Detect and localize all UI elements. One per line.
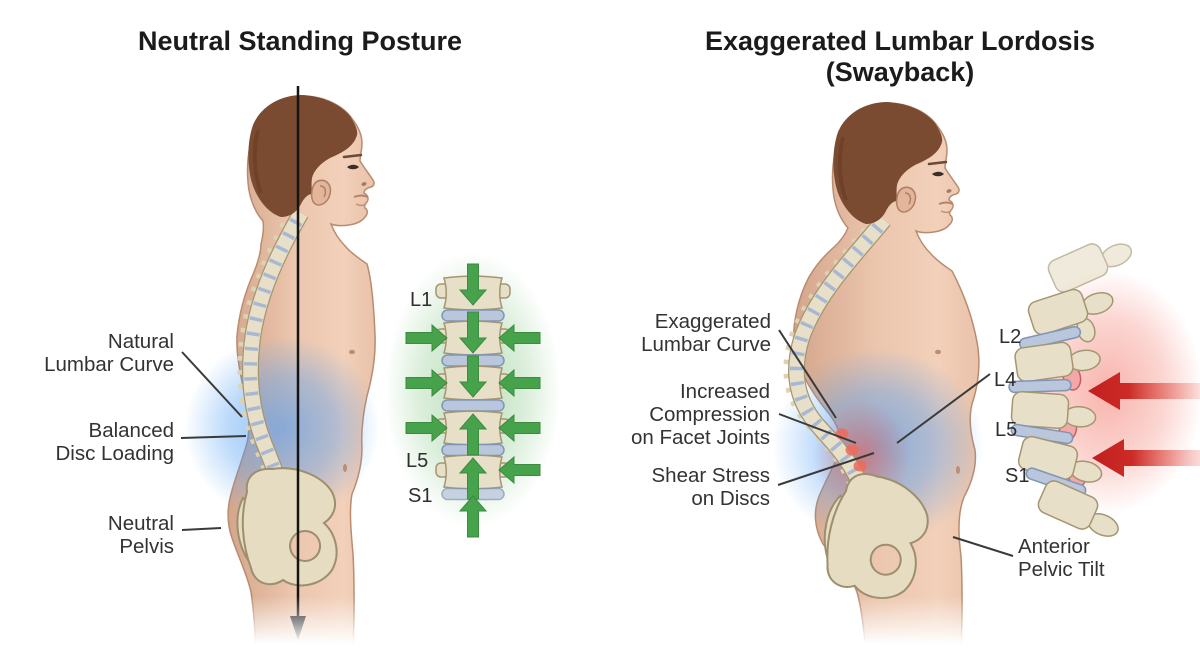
leader-l4-to-figure	[896, 373, 991, 444]
leader-neutral-pelvis	[181, 527, 222, 531]
right-head-hair	[833, 102, 943, 224]
leader-exaggerated-lumbar-curve	[778, 329, 837, 419]
vertebra-label-l4: L4	[994, 369, 1017, 391]
right-figure	[772, 102, 984, 658]
shear-stress-inset	[1008, 228, 1200, 545]
right-nipple	[935, 349, 941, 355]
left-panel-title: Neutral Standing Posture	[137, 26, 463, 56]
vertebra-label-l2: L2	[999, 326, 1022, 348]
bottom-fade	[180, 596, 1030, 670]
right-pelvis-bone	[823, 473, 929, 599]
right-navel	[956, 466, 960, 474]
left-spine	[237, 208, 309, 500]
leader-anterior-pelvic-tilt	[952, 536, 1014, 557]
disc	[1008, 378, 1072, 394]
left-head-hair	[248, 95, 358, 217]
leader-balanced-disc-loading	[180, 435, 247, 439]
vertebra-label-s1: S1	[408, 485, 433, 507]
leader-increased-compression	[778, 413, 857, 444]
vertebra-label-l5: L5	[406, 450, 429, 472]
left-nipple	[349, 349, 355, 355]
leader-natural-lumbar-curve	[181, 351, 243, 418]
right-face-features	[895, 160, 960, 474]
left-lumbar-glow	[184, 336, 380, 520]
right-panel-title: Exaggerated Lumbar Lordosis (Swayback)	[704, 26, 1096, 87]
vertebra-label-l1: L1	[410, 289, 433, 311]
vertebra-label-l5-right: L5	[995, 419, 1018, 441]
leader-lines	[180, 329, 1014, 557]
left-face-features	[310, 153, 369, 472]
disc	[441, 399, 505, 412]
right-ear-icon	[895, 186, 917, 213]
balanced-loading-inset	[385, 252, 561, 538]
vertebra-label-s1-right: S1	[1005, 465, 1030, 487]
left-navel	[343, 464, 347, 472]
left-ear-icon	[310, 179, 332, 206]
leader-shear-stress	[777, 452, 875, 486]
left-pelvis-bone	[236, 467, 338, 587]
left-figure	[184, 86, 380, 656]
